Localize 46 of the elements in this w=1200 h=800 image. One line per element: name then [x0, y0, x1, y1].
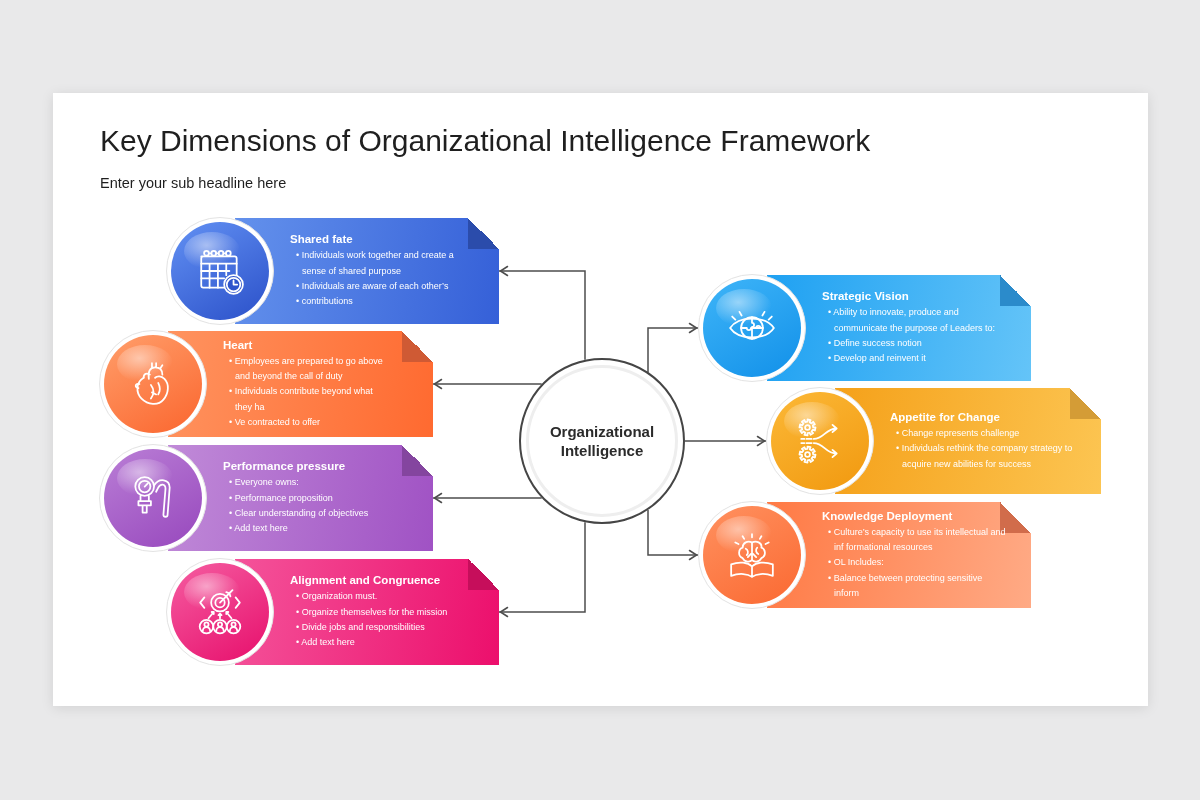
info-card — [698, 273, 1031, 383]
connector-arrow — [432, 492, 543, 504]
info-card — [166, 216, 499, 326]
connector-arrow — [647, 322, 699, 373]
bullet-text: • Everyone owns: — [229, 476, 300, 490]
bullet-text: • Add text here — [229, 522, 289, 536]
bullet-text: • Define success notion — [828, 337, 923, 350]
connector-arrow — [432, 378, 543, 390]
info-card — [166, 557, 499, 667]
bullet-text: • Organization must. — [296, 590, 379, 604]
bullet-text: • Develop and reinvent it — [828, 352, 927, 366]
connector-arrow — [498, 521, 586, 618]
bullet-text: • Divide jobs and responsibilities — [296, 621, 426, 634]
bullet-text: • Balance between protecting sensitive inform — [828, 571, 984, 600]
info-card — [99, 443, 433, 553]
bullet-text: • Performance proposition — [229, 491, 334, 505]
bullet-text: • OL Includes: — [828, 556, 885, 570]
bullet-text: • Culture’s capacity to use its intellectual and inf formational resources — [828, 525, 1006, 555]
info-card — [698, 500, 1031, 610]
bullet-text: • Individuals rethink the company strategy to acquire new abilities for success — [896, 442, 1074, 471]
bullet-text: • contributions — [296, 295, 354, 309]
bullet-text: • Employees are prepared to go above and beyond the call of duty — [229, 354, 384, 384]
connector-arrow — [498, 265, 586, 361]
card-heading: Appetite for Change — [890, 410, 1000, 425]
card-heading: Alignment and Congruence — [290, 573, 441, 588]
info-card — [99, 329, 433, 439]
card-heading: Shared fate — [290, 232, 353, 247]
subheading: Enter your sub headline here — [100, 175, 287, 192]
card-heading: Heart — [223, 337, 253, 352]
slide-title: Key Dimensions of Organizational Intelligence Framework — [100, 123, 871, 159]
bullet-text: • Ve contracted to offer — [229, 415, 322, 429]
bullet-text: • Change represents challenge — [896, 427, 1021, 441]
card-heading: Knowledge Deployment — [822, 508, 953, 523]
connector-arrow — [684, 435, 767, 447]
connector-arrow — [647, 509, 699, 561]
card-heading: Strategic Vision — [822, 289, 909, 304]
bullet-text: • Individuals work together and create a sense of shared purpose — [296, 249, 455, 278]
bullet-text: • Individuals contribute beyond what they ha — [229, 385, 374, 414]
bullet-text: • Organize themselves for the mission — [296, 605, 449, 619]
bullet-text: • Ability to innovate, produce and communicate the purpose of Leaders to: — [828, 306, 997, 335]
bullet-text: • Individuals are aware of each other’s — [296, 280, 450, 293]
bullet-text: • Add text here — [296, 636, 356, 650]
info-card — [766, 386, 1101, 496]
bullet-text: • Clear understanding of objectives — [229, 507, 370, 520]
card-heading: Performance pressure — [223, 459, 346, 474]
hub-label: Organizational Intelligence — [548, 422, 656, 460]
